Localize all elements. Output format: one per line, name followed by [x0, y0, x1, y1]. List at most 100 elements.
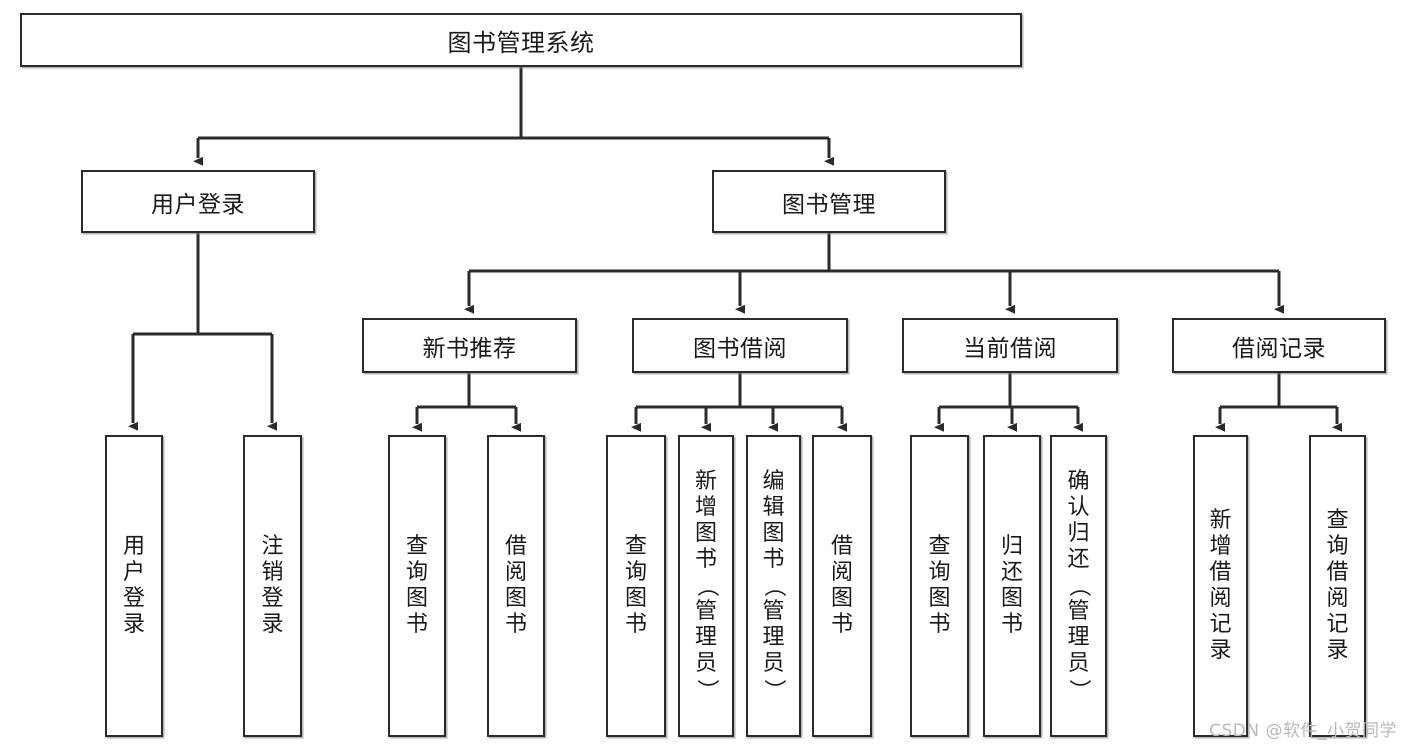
leaf-node-label: 查询图书 [912, 437, 967, 735]
leaf-label-char: 还 [1067, 547, 1090, 573]
leaf-node-label: 用户登录 [107, 437, 161, 735]
leaf-node-label: 注销登录 [245, 437, 300, 735]
leaf-label-char: 书 [624, 611, 647, 637]
leaf-label-char: 理 [1067, 624, 1090, 650]
leaf-label-char: 管 [1067, 598, 1090, 624]
leaf-label-char: （ [1066, 574, 1092, 597]
leaf-node[interactable]: 查询图书 [606, 435, 666, 737]
leaf-label-char: 阅 [504, 560, 527, 586]
leaf-node-label: 查询图书 [608, 437, 664, 735]
leaf-node[interactable]: 新增借阅记录 [1193, 435, 1248, 737]
leaf-node-label: 确认归还（管理员） [1052, 437, 1105, 735]
node-user-login[interactable]: 用户登录 [81, 170, 315, 233]
leaf-node[interactable]: 新增图书（管理员） [678, 435, 734, 737]
leaf-node-label: 新增借阅记录 [1195, 437, 1246, 735]
leaf-node[interactable]: 借阅图书 [812, 435, 872, 737]
node-new-book-recommend-label: 新书推荐 [422, 335, 517, 362]
leaf-node[interactable]: 用户登录 [105, 435, 163, 737]
leaf-label-char: 归 [1000, 534, 1023, 560]
leaf-label-char: ） [761, 678, 787, 701]
leaf-label-char: 增 [1209, 534, 1232, 560]
leaf-label-char: 员 [694, 650, 717, 676]
leaf-label-char: ） [693, 678, 719, 701]
leaf-node[interactable]: 确认归还（管理员） [1050, 435, 1107, 737]
leaf-label-char: 理 [694, 624, 717, 650]
leaf-label-char: 登 [261, 586, 284, 611]
leaf-label-char: 查 [928, 534, 951, 560]
leaf-label-char: 询 [405, 560, 428, 586]
leaf-label-char: 增 [694, 495, 717, 521]
leaf-label-char: 书 [405, 611, 428, 637]
leaf-label-char: 确 [1067, 469, 1090, 495]
leaf-label-char: 图 [762, 521, 785, 547]
leaf-label-char: 阅 [830, 560, 853, 586]
leaf-node[interactable]: 编辑图书（管理员） [746, 435, 801, 737]
leaf-label-char: 图 [624, 586, 647, 611]
leaf-label-char: 用 [122, 534, 145, 560]
leaf-label-char: 阅 [1209, 586, 1232, 611]
leaf-node[interactable]: 注销登录 [243, 435, 302, 737]
leaf-label-char: 书 [1000, 611, 1023, 637]
leaf-label-char: 认 [1067, 495, 1090, 521]
leaf-label-char: 编 [762, 469, 785, 495]
node-current-borrow-label: 当前借阅 [963, 335, 1057, 362]
leaf-node-label: 归还图书 [985, 437, 1039, 735]
leaf-label-char: （ [693, 574, 719, 597]
leaf-node-label: 编辑图书（管理员） [748, 437, 799, 735]
leaf-label-char: 销 [261, 560, 284, 586]
leaf-node[interactable]: 借阅图书 [487, 435, 545, 737]
leaf-label-char: 询 [1326, 534, 1349, 560]
leaf-label-char: 询 [624, 560, 647, 586]
leaf-node[interactable]: 查询借阅记录 [1309, 435, 1366, 737]
leaf-label-char: 借 [1209, 560, 1232, 586]
leaf-label-char: 阅 [1326, 586, 1349, 611]
leaf-label-char: 注 [261, 534, 284, 560]
leaf-label-char: 查 [405, 534, 428, 560]
node-borrow-records-label: 借阅记录 [1232, 335, 1326, 362]
leaf-node-label: 查询图书 [390, 437, 444, 735]
leaf-node[interactable]: 查询图书 [910, 435, 969, 737]
leaf-label-char: 员 [762, 650, 785, 676]
leaf-label-char: 新 [1209, 508, 1232, 534]
leaf-label-char: 录 [1209, 637, 1232, 663]
leaf-node-label: 新增图书（管理员） [680, 437, 732, 735]
leaf-label-char: 辑 [762, 495, 785, 521]
leaf-label-char: 归 [1067, 521, 1090, 547]
watermark: CSDN @软件_小贺同学 [1209, 721, 1397, 741]
leaf-label-char: 书 [762, 547, 785, 573]
leaf-label-char: 查 [1326, 508, 1349, 534]
leaf-label-char: 还 [1000, 560, 1023, 586]
leaf-label-char: 借 [504, 534, 527, 560]
leaf-node[interactable]: 归还图书 [983, 435, 1041, 737]
leaf-label-char: 借 [830, 534, 853, 560]
leaf-label-char: 借 [1326, 560, 1349, 586]
leaf-label-char: 图 [405, 586, 428, 611]
leaf-label-char: 户 [122, 560, 145, 586]
leaf-label-char: 书 [830, 611, 853, 637]
leaf-label-char: 录 [122, 611, 145, 637]
leaf-label-char: 录 [1326, 637, 1349, 663]
leaf-label-char: 员 [1067, 650, 1090, 676]
leaf-label-char: 图 [830, 586, 853, 611]
leaf-label-char: 书 [694, 547, 717, 573]
node-root[interactable]: 图书管理系统 [20, 13, 1022, 67]
node-root-label: 图书管理系统 [447, 28, 595, 57]
node-borrow-records[interactable]: 借阅记录 [1172, 318, 1386, 373]
leaf-label-char: 图 [504, 586, 527, 611]
leaf-label-char: ） [1066, 678, 1092, 701]
leaf-label-char: 书 [504, 611, 527, 637]
node-current-borrow[interactable]: 当前借阅 [902, 318, 1118, 373]
leaf-label-char: 书 [928, 611, 951, 637]
leaf-label-char: 查 [624, 534, 647, 560]
node-new-book-recommend[interactable]: 新书推荐 [362, 318, 577, 373]
leaf-label-char: 管 [762, 598, 785, 624]
leaf-node[interactable]: 查询图书 [388, 435, 446, 737]
leaf-label-char: 询 [928, 560, 951, 586]
leaf-label-char: 图 [928, 586, 951, 611]
leaf-label-char: 理 [762, 624, 785, 650]
node-book-borrow[interactable]: 图书借阅 [632, 318, 848, 373]
node-book-management[interactable]: 图书管理 [712, 170, 946, 233]
leaf-label-char: 图 [694, 521, 717, 547]
